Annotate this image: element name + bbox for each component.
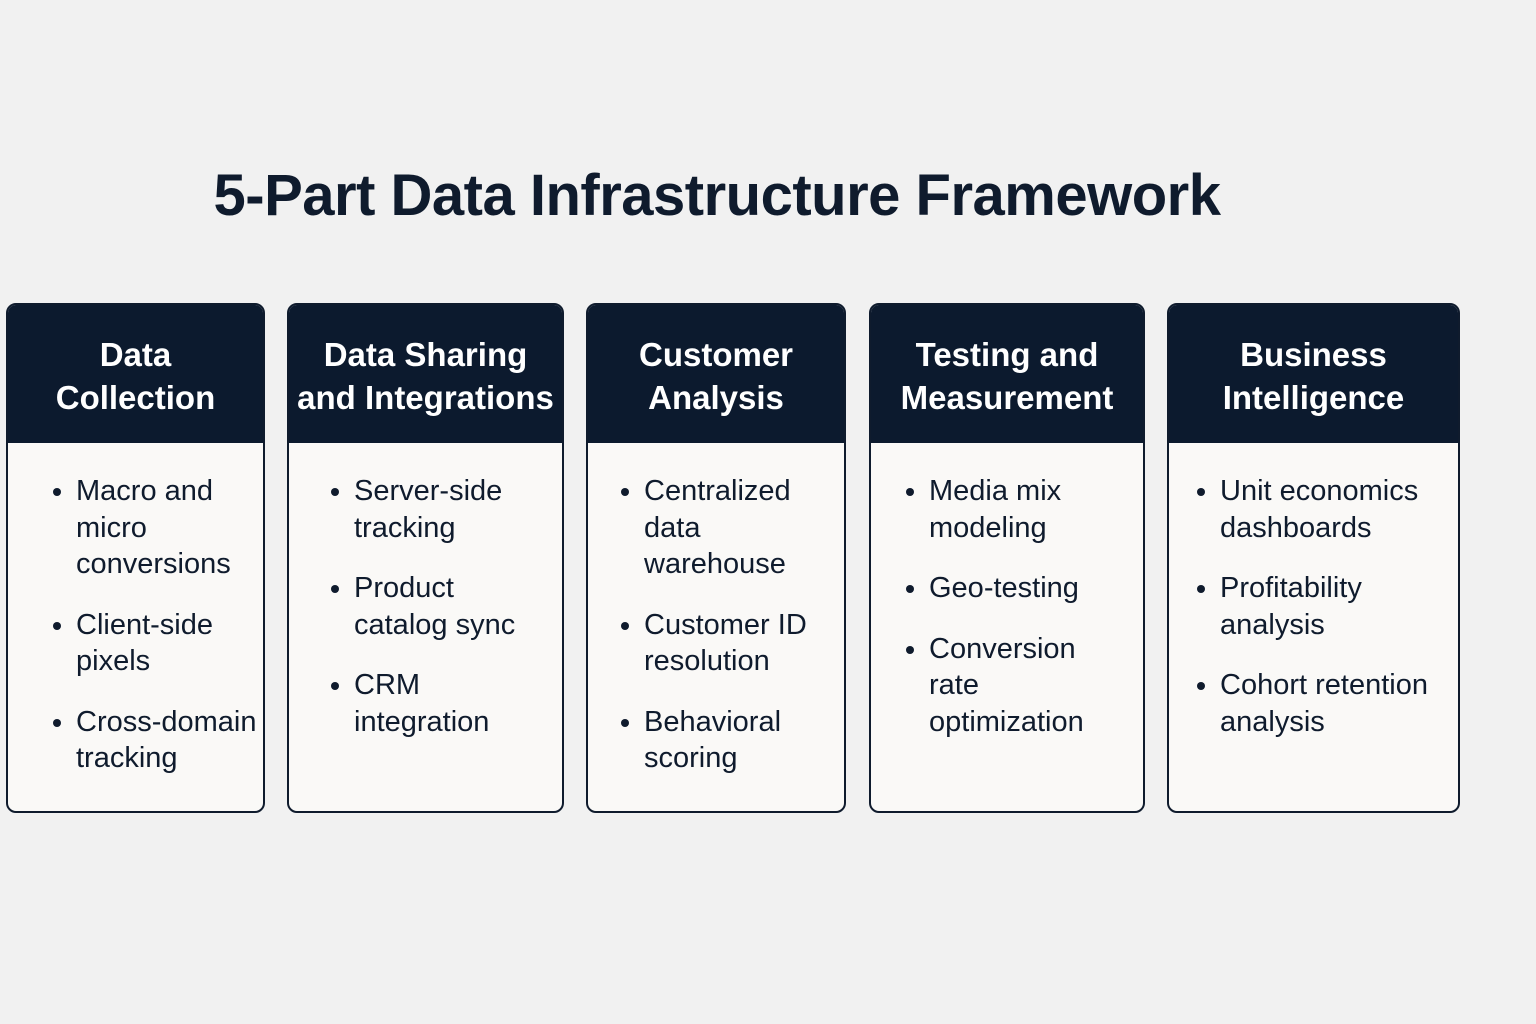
bullet-icon: [906, 645, 914, 654]
list-item-text: Geo-testing: [929, 572, 1079, 604]
card-title: Data Collection: [56, 333, 216, 419]
list-item: Client-side pixels: [8, 607, 263, 680]
list-item: Profitability analysis: [1169, 570, 1458, 643]
list-item-text: Unit economics dashboards: [1220, 475, 1419, 544]
card-title-line: Business: [1240, 336, 1387, 373]
card-title-line: Customer: [638, 336, 794, 373]
card-data-sharing: Data Sharing and Integrations Server-sid…: [287, 303, 564, 813]
list-item: Macro and micro conversions: [8, 473, 263, 583]
list-item: Server-side tracking: [289, 473, 562, 546]
bullet-icon: [331, 682, 339, 690]
card-list: Media mix modeling Geo-testing Conversio…: [871, 473, 1143, 764]
list-item-text: Customer ID resolution: [644, 608, 807, 678]
list-item: Product catalog sync: [289, 570, 562, 643]
list-item-text: Centralized data warehouse: [644, 475, 791, 580]
list-item: Centralized data warehouse: [588, 473, 844, 583]
list-item-text: Conversion rate optimization: [929, 632, 1084, 738]
list-item: Cross-domain tracking: [8, 704, 263, 777]
bullet-icon: [906, 585, 914, 593]
bullet-icon: [53, 488, 61, 496]
card-list: Server-side tracking Product catalog syn…: [289, 473, 562, 764]
bullet-icon: [1197, 488, 1205, 496]
card-list: Macro and micro conversions Client-side …: [8, 473, 263, 801]
bullet-icon: [1197, 682, 1205, 690]
list-item: Media mix modeling: [871, 473, 1143, 546]
card-title: Customer Analysis: [639, 333, 793, 419]
list-item-text: Client-side pixels: [76, 608, 213, 678]
card-title-line: Intelligence: [1222, 379, 1405, 416]
card-business-intelligence: Business Intelligence Unit economics das…: [1167, 303, 1460, 813]
card-title-line: Analysis: [648, 379, 784, 416]
card-list: Centralized data warehouse Customer ID r…: [588, 473, 844, 801]
list-item-text: Behavioral scoring: [644, 705, 782, 775]
list-item: CRM integration: [289, 667, 562, 740]
card-title: Testing and Measurement: [901, 333, 1114, 419]
card-header: Testing and Measurement: [871, 305, 1143, 443]
bullet-icon: [906, 488, 914, 496]
list-item: Conversion rate optimization: [871, 631, 1143, 741]
page-title: 5-Part Data Infrastructure Framework: [213, 163, 1222, 228]
card-title-line: Testing and: [915, 336, 1099, 373]
list-item-text: Product catalog sync: [354, 572, 516, 641]
card-header: Business Intelligence: [1169, 305, 1458, 443]
bullet-icon: [1197, 585, 1205, 593]
card-testing-measurement: Testing and Measurement Media mix modeli…: [869, 303, 1145, 813]
card-title-line: Data: [99, 336, 172, 373]
bullet-icon: [53, 718, 61, 727]
list-item-text: CRM integration: [354, 669, 490, 738]
list-item-text: Media mix modeling: [929, 475, 1062, 544]
bullet-icon: [53, 621, 61, 630]
card-header: Data Collection: [8, 305, 263, 443]
list-item: Geo-testing: [871, 570, 1143, 607]
card-customer-analysis: Customer Analysis Centralized data wareh…: [586, 303, 846, 813]
list-item-text: Server-side tracking: [354, 475, 503, 544]
bullet-icon: [621, 621, 629, 630]
list-item: Behavioral scoring: [588, 704, 844, 777]
list-item-text: Macro and micro conversions: [76, 475, 231, 580]
card-title-line: Data Sharing: [323, 336, 528, 373]
card-header: Customer Analysis: [588, 305, 844, 443]
list-item: Unit economics dashboards: [1169, 473, 1458, 546]
list-item: Cohort retention analysis: [1169, 667, 1458, 740]
list-item-text: Cohort retention analysis: [1220, 669, 1428, 738]
bullet-icon: [621, 718, 629, 727]
card-title: Data Sharing and Integrations: [297, 333, 554, 419]
bullet-icon: [621, 488, 629, 496]
card-data-collection: Data Collection Macro and micro conversi…: [6, 303, 265, 813]
list-item: Customer ID resolution: [588, 607, 844, 680]
card-title-line: and Integrations: [297, 379, 554, 416]
bullet-icon: [331, 488, 339, 496]
card-list: Unit economics dashboards Profitability …: [1169, 473, 1458, 764]
card-title-line: Collection: [55, 379, 216, 416]
card-header: Data Sharing and Integrations: [289, 305, 562, 443]
card-title-line: Measurement: [900, 379, 1114, 416]
bullet-icon: [331, 585, 339, 593]
list-item-text: Cross-domain tracking: [76, 705, 257, 775]
list-item-text: Profitability analysis: [1220, 572, 1362, 641]
card-title: Business Intelligence: [1223, 333, 1405, 419]
